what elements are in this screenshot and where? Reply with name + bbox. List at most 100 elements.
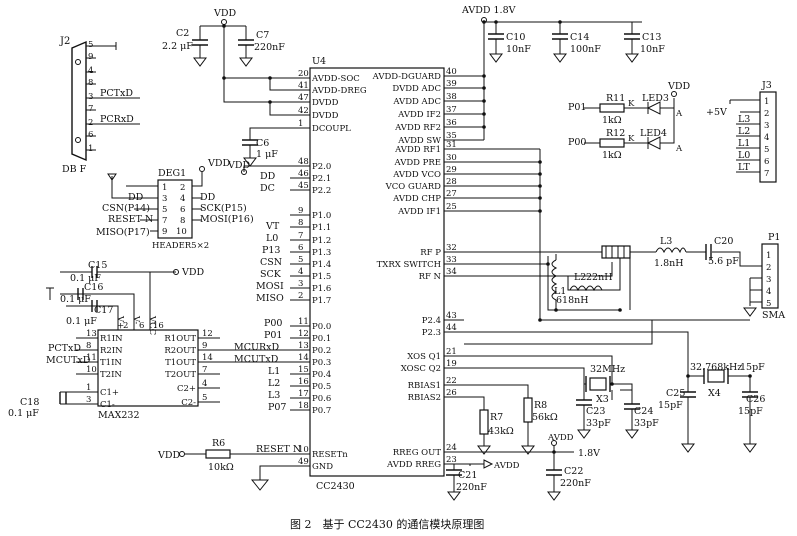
c15-val: 0.1 μF	[70, 273, 101, 284]
deg1-pin: 6	[180, 205, 185, 215]
u4-pin-num: 9	[298, 206, 303, 216]
u4-pin-name: P0.6	[312, 394, 331, 404]
u4-pin-num: 30	[446, 153, 457, 163]
p1-sma-connector: P1 1 2 3 4 5 SMA	[743, 232, 785, 321]
u4-pin-name: DVDD	[312, 111, 339, 121]
deg1-label: MOSI(P16)	[200, 214, 254, 225]
max232-pin-num: 5	[202, 393, 207, 403]
j3-label: L2	[738, 126, 750, 137]
u4-pin-num: 20	[298, 69, 309, 79]
u4-pin-name: RF N	[419, 272, 442, 282]
u4-pin-name: RBIAS1	[408, 381, 441, 391]
u4-pin-num: 44	[446, 323, 457, 333]
max232-top-pin: VCC	[147, 315, 157, 335]
u4-pin-name: AVDD-DGUARD	[372, 72, 442, 82]
u4-pin-num: 13	[298, 341, 309, 351]
u4-pin-num: 17	[298, 389, 309, 399]
p1-pin: 2	[766, 263, 771, 273]
x4-val: 32.768kHz	[690, 362, 742, 373]
u4-pin-num: 26	[446, 388, 457, 398]
net-label: DD	[260, 171, 276, 182]
u4-pin-num: 41	[298, 81, 309, 91]
u4-pin-name: XOS Q1	[407, 352, 441, 362]
r8-ref: R8	[534, 400, 547, 411]
u4-pin-name: P0.3	[312, 358, 331, 368]
max232-pin-name: T1OUT	[165, 358, 196, 368]
deg1-pin: 4	[180, 194, 185, 204]
deg1-label: MISO(P17)	[96, 227, 150, 238]
net-label: CSN	[260, 257, 282, 268]
r7-ref: R7	[490, 412, 503, 423]
c18-val: 0.1 μF	[8, 408, 39, 419]
deg1-pin: 2	[180, 183, 185, 193]
u4-pin-name: AVDD IF2	[397, 110, 441, 120]
u4-pin-num: 4	[298, 267, 303, 277]
j3-label: L0	[738, 150, 750, 161]
u4-pin-name: DVDD ADC	[392, 84, 441, 94]
net-label: L3	[268, 390, 280, 401]
u4-pin-num: 25	[446, 202, 457, 212]
max232-name: MAX232	[98, 410, 139, 421]
u4-pin-name: AVDD VCO	[392, 170, 441, 180]
u4-pin-name: RREG OUT	[393, 448, 442, 458]
p1-pin: 5	[766, 299, 771, 309]
u4-pin-name: DVDD	[312, 98, 339, 108]
c26-val: 15pF	[738, 406, 763, 417]
u4-pin-num: 35	[446, 131, 457, 141]
j3-header: J3 1 2 3 4 5 6 7 +5V L3 L2 L1 L0 LT	[706, 80, 777, 183]
v18-label: 1.8V	[578, 448, 600, 459]
j2-pin: 7	[88, 104, 93, 114]
net-label: MCURxD	[234, 342, 280, 353]
j2-net-pctxd: PCTxD	[100, 88, 133, 99]
c14-val: 100nF	[570, 44, 601, 55]
j3-pin: 5	[764, 145, 769, 155]
r12-ref: R12	[606, 128, 625, 139]
max232-pin-num: 3	[86, 395, 91, 405]
x4-ref: X4	[708, 388, 721, 399]
u4-pin-num: 11	[298, 317, 309, 327]
max232-top-num: 2	[123, 321, 128, 331]
c21-ref: C21	[458, 470, 477, 481]
net-label: L1	[268, 366, 280, 377]
u4-pin-num: 47	[298, 93, 309, 103]
x3-val: 32MHz	[590, 364, 625, 375]
u4-pin-name: XOSC Q2	[401, 364, 441, 374]
u4-pin-name: P2.2	[312, 186, 331, 196]
max232-pin-name: R1IN	[100, 334, 123, 344]
u4-pin-num: 46	[298, 169, 309, 179]
j2-pin: 5	[88, 40, 93, 50]
crystal-section: 32MHz X3 C23 33pF C24 33pF 32.768kHz 15p…	[464, 320, 765, 453]
j2-pin: 4	[88, 66, 93, 76]
u4-pin-name: GND	[312, 462, 333, 472]
u4-gnd-wire	[250, 465, 290, 491]
max232-top-num: 16	[153, 321, 164, 331]
rf-matching: L3 1.8nH C20 5.6 pF L1 618nH L2 22nH	[464, 236, 750, 311]
max232-pin-num: 14	[202, 353, 213, 363]
deg1-ref: DEG1	[158, 168, 186, 179]
l3-val: 1.8nH	[654, 258, 684, 269]
c26-ref: C26	[746, 394, 765, 405]
led-section: P01 P00 R11 1kΩ R12 1kΩ K K VDD LED3 LED…	[568, 81, 690, 161]
max232-pin-num: 8	[86, 341, 91, 351]
u4-pin-num: 7	[298, 231, 303, 241]
p1-name: SMA	[762, 310, 785, 321]
deg1-sub: HEADER5×2	[152, 241, 209, 251]
c6-ref: C6	[256, 138, 269, 149]
u4-pin-num: 37	[446, 105, 457, 115]
deg1-header: DEG1 HEADER5×2 1 3 5 7 9 2 4 6 8 10 VDD …	[96, 158, 254, 251]
c7-ref: C7	[256, 30, 269, 41]
deg1-pin: 8	[180, 216, 185, 226]
c2-ref: C2	[176, 28, 189, 39]
j3-supply: +5V	[706, 107, 727, 118]
u4-pin-name: RESETn	[312, 450, 348, 460]
vdd-label-top: VDD	[213, 8, 236, 19]
u4-pin-name: P1.3	[312, 248, 331, 258]
c25-ref: C25	[666, 388, 685, 399]
led4-a: A	[675, 144, 683, 154]
rreg-section: AVDD 1.8V AVDD C21 220nF C22 220nF	[446, 433, 600, 501]
u4-pin-name: P2.1	[312, 174, 331, 184]
u4-pin-name: DCOUPL	[312, 124, 351, 134]
u4-pin-name: P2.4	[422, 316, 441, 326]
figure-caption: 图 2 基于 CC2430 的通信模块原理图	[290, 517, 484, 531]
